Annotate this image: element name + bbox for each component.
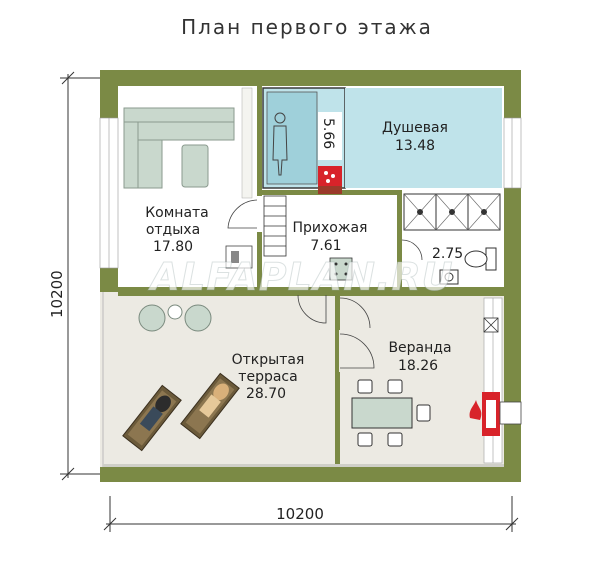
drain-icon <box>481 209 487 215</box>
dining-table <box>351 397 413 429</box>
veranda-name: Веранда <box>388 340 451 356</box>
lounge-name-1: Комната <box>145 205 209 221</box>
height-dimension-label: 10200 <box>48 270 66 318</box>
entrance-door <box>297 294 327 324</box>
lounge-name-2: отдыха <box>146 222 200 238</box>
shower-area: 13.48 <box>395 138 435 154</box>
sun-lounger <box>122 384 182 452</box>
terrace-side-table <box>167 304 183 320</box>
sauna-area: 5.66 <box>320 118 336 149</box>
wall-middle-horizontal <box>118 287 504 295</box>
bottom-band <box>103 464 504 467</box>
terrace-name-2: терраса <box>238 369 297 385</box>
hall-name: Прихожая <box>293 220 368 236</box>
wall-veranda-left-lower <box>335 372 340 464</box>
drain-icon <box>417 209 423 215</box>
wc-area: 2.75 <box>432 246 463 262</box>
chimney <box>499 401 522 425</box>
wall-lounge-right <box>257 86 262 196</box>
toilet-icon <box>464 247 497 271</box>
coffee-table <box>181 144 209 188</box>
veranda-area: 18.26 <box>398 358 438 374</box>
wall-veranda-left <box>335 295 340 330</box>
lounge-area: 17.80 <box>153 239 193 255</box>
plan-title: План первого этажа <box>181 15 433 39</box>
wall-lounge-right-lower <box>257 232 262 292</box>
height-dimension <box>60 71 100 481</box>
terrace-name-1: Открытая <box>232 352 305 368</box>
width-dimension-label: 10200 <box>276 505 324 523</box>
sauna-label-box <box>318 112 342 160</box>
terrace-area: 28.70 <box>246 386 286 402</box>
lounge-door <box>227 199 258 229</box>
width-dimension <box>103 496 519 532</box>
terrace-chairs <box>138 304 212 332</box>
wc-door <box>401 239 423 261</box>
sauna-bench <box>266 91 318 185</box>
lounge-inner-strip <box>241 87 253 199</box>
sink-icon <box>439 269 459 285</box>
drain-icon <box>449 209 455 215</box>
sauna-stove-grill <box>318 186 342 194</box>
sun-lounger <box>180 372 240 440</box>
hall-area: 7.61 <box>310 238 341 254</box>
person-icon <box>272 112 288 176</box>
veranda-door <box>339 297 371 329</box>
dining-chairs <box>357 379 431 447</box>
shower-room <box>345 88 502 188</box>
shower-window <box>503 117 522 189</box>
wall-wc-left <box>397 190 402 292</box>
staircase <box>263 195 287 257</box>
fire-icon <box>469 400 482 420</box>
terrace-open-edge <box>100 292 118 467</box>
shower-name: Душевая <box>382 120 448 136</box>
sauna-stove <box>318 166 342 186</box>
veranda-side-door <box>339 333 375 369</box>
corner-sofa <box>123 107 235 189</box>
watermark: ALFAPLAN.RU <box>148 255 454 299</box>
